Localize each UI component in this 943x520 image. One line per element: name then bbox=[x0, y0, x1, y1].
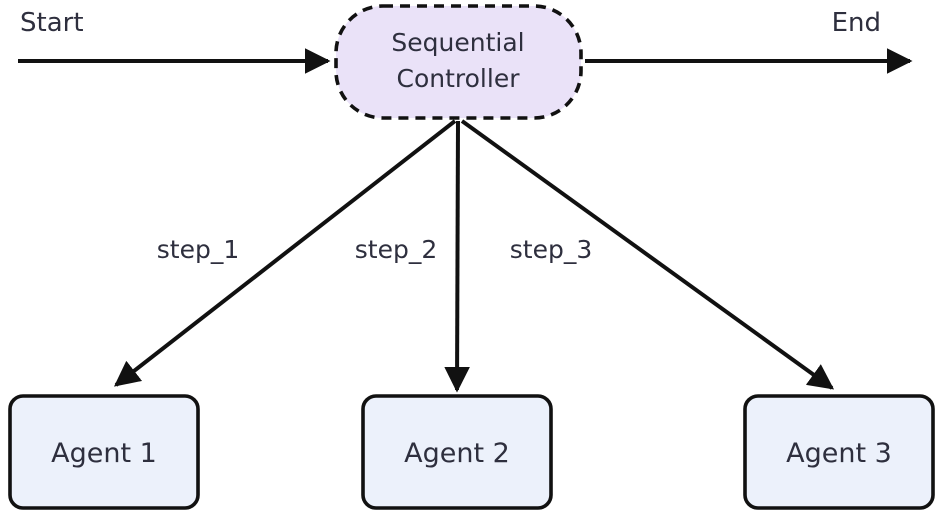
edge-step2-arrow bbox=[444, 120, 470, 393]
start-label: Start bbox=[20, 8, 84, 38]
agent3-node bbox=[743, 394, 935, 510]
edge-label-step2: step_2 bbox=[355, 235, 437, 264]
agent2-node bbox=[361, 394, 553, 510]
edge-step1-arrow bbox=[113, 119, 457, 387]
controller-label-line2: Controller bbox=[397, 64, 521, 93]
edge-label-step3: step_3 bbox=[510, 235, 592, 264]
agent2-label: Agent 2 bbox=[404, 438, 510, 469]
agent1-label: Agent 1 bbox=[51, 438, 157, 469]
edge-label-step1: step_1 bbox=[157, 235, 239, 264]
agent1-node bbox=[8, 394, 200, 510]
sequential-controller-node bbox=[334, 4, 583, 120]
edge-step3-arrow bbox=[460, 119, 835, 390]
agent3-label: Agent 3 bbox=[786, 438, 892, 469]
controller-label-line1: Sequential bbox=[391, 28, 524, 57]
end-label: End bbox=[832, 8, 881, 38]
